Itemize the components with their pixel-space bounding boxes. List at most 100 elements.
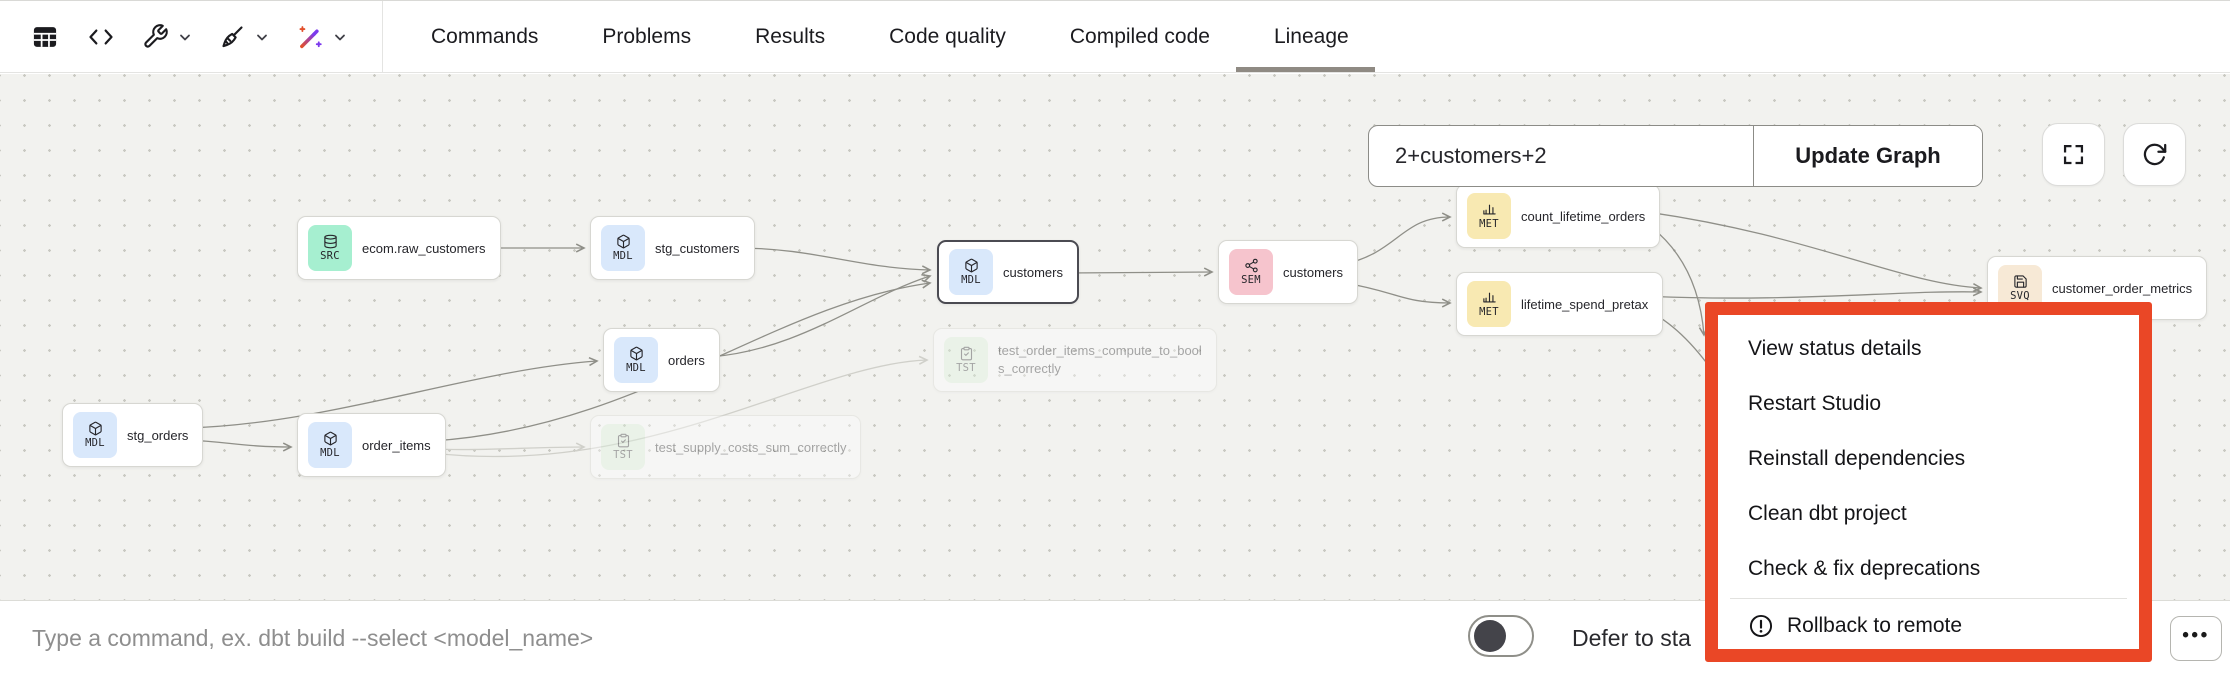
node-label: customers xyxy=(1283,264,1343,280)
tab-code-quality[interactable]: Code quality xyxy=(889,1,1006,72)
node-label: order_items xyxy=(362,437,431,453)
tab-lineage[interactable]: Lineage xyxy=(1236,1,1375,72)
code-icon xyxy=(89,28,113,45)
build-tools-button[interactable] xyxy=(142,23,193,50)
node-badge: SEM xyxy=(1229,249,1273,295)
edge-customers-model-to-customers-semantic xyxy=(1064,272,1212,273)
node-label: customers xyxy=(1003,264,1063,280)
edge-orders-to-customers-model xyxy=(709,276,930,358)
menu-item-label: Check & fix deprecations xyxy=(1748,556,1981,580)
menu-item-reinstall-dependencies[interactable]: Reinstall dependencies xyxy=(1718,431,2139,486)
table-view-icon xyxy=(33,26,57,47)
cube-icon xyxy=(629,346,643,361)
ellipsis-icon: ••• xyxy=(2182,624,2210,646)
badge-label: MDL xyxy=(85,437,105,449)
toggle-knob xyxy=(1474,620,1506,652)
clipboard-check-icon xyxy=(960,346,972,361)
cube-icon xyxy=(616,234,630,249)
menu-item-clean-dbt-project[interactable]: Clean dbt project xyxy=(1718,486,2139,541)
edge-stg-customers-to-customers-model xyxy=(736,247,930,270)
cube-icon xyxy=(88,421,102,436)
badge-label: SRC xyxy=(320,250,340,262)
fullscreen-icon xyxy=(2063,144,2084,165)
broom-icon xyxy=(222,26,243,48)
defer-toggle[interactable] xyxy=(1468,615,1534,657)
edge-count-lifetime-orders-to-customer-order-metrics xyxy=(1639,210,1981,288)
chevron-down-icon xyxy=(335,34,345,40)
defer-toggle-label: Defer to sta xyxy=(1572,624,1691,651)
node-label: test_supply_costs_sum_correctly xyxy=(655,439,847,455)
refresh-button[interactable] xyxy=(2123,123,2186,186)
node-badge: MDL xyxy=(614,337,658,383)
node-label: stg_customers xyxy=(655,240,740,256)
tab-label: Results xyxy=(755,24,826,48)
menu-item-rollback-to-remote[interactable]: Rollback to remote xyxy=(1718,601,2139,651)
selector-input[interactable]: 2+customers+2 xyxy=(1395,143,1547,168)
node-customers-model[interactable]: MDL customers xyxy=(937,240,1079,304)
ai-fix-button[interactable] xyxy=(296,23,348,51)
chevron-down-icon xyxy=(257,34,267,40)
badge-label: MET xyxy=(1479,218,1499,230)
tab-label: Problems xyxy=(602,24,692,48)
node-badge: MDL xyxy=(73,412,117,458)
menu-item-label: Clean dbt project xyxy=(1748,501,1907,525)
node-badge: TST xyxy=(601,424,645,470)
node-label: ecom.raw_customers xyxy=(362,240,486,256)
node-badge: MET xyxy=(1467,193,1511,239)
share-nodes-icon xyxy=(1244,258,1258,273)
node-customers-semantic[interactable]: SEM customers xyxy=(1218,240,1358,304)
badge-label: MET xyxy=(1479,306,1499,318)
node-ecom-raw-customers[interactable]: SRC ecom.raw_customers xyxy=(297,216,501,280)
chevron-down-icon xyxy=(180,34,190,40)
top-toolbar: Commands Problems Results Code quality Compi… xyxy=(0,0,2230,73)
alert-circle-icon xyxy=(1749,614,1773,638)
badge-label: MDL xyxy=(961,274,981,286)
command-input[interactable] xyxy=(30,615,1370,661)
bar-chart-icon xyxy=(1482,292,1496,303)
node-badge: MDL xyxy=(308,422,352,468)
node-order-items[interactable]: MDL order_items xyxy=(297,413,446,477)
menu-separator xyxy=(1730,598,2127,599)
tab-commands[interactable]: Commands xyxy=(431,1,538,72)
magic-pen-icon xyxy=(299,25,322,48)
edge-customers-semantic-to-count-lifetime-orders xyxy=(1344,217,1450,265)
edge-lifetime-spend-pretax-to-customer-order-metrics xyxy=(1641,292,1981,299)
clean-tools-button[interactable] xyxy=(219,23,270,50)
save-icon xyxy=(2013,275,2027,288)
tab-label: Compiled code xyxy=(1069,24,1210,48)
update-graph-button[interactable]: Update Graph xyxy=(1754,126,1982,186)
menu-item-restart-studio[interactable]: Restart Studio xyxy=(1718,376,2139,431)
graph-selector-box: 2+customers+2 Update Graph xyxy=(1368,125,1983,187)
cube-icon xyxy=(323,431,337,446)
node-lifetime-spend-pretax[interactable]: MET lifetime_spend_pretax xyxy=(1456,272,1664,336)
code-button[interactable] xyxy=(86,23,116,51)
node-label: lifetime_spend_pretax xyxy=(1521,296,1649,312)
node-test-supply-costs[interactable]: TST test_supply_costs_sum_correctly xyxy=(590,415,862,479)
menu-item-label: Rollback to remote xyxy=(1787,614,1963,637)
database-icon xyxy=(323,234,337,249)
edge-order-items-to-test-supply-costs xyxy=(431,447,584,450)
menu-item-view-status-details[interactable]: View status details xyxy=(1718,321,2139,376)
node-label: count_lifetime_orders xyxy=(1521,208,1646,224)
node-count-lifetime-orders[interactable]: MET count_lifetime_orders xyxy=(1456,184,1661,248)
badge-label: MDL xyxy=(626,362,646,374)
table-view-button[interactable] xyxy=(30,23,60,51)
node-label: test_order_items_compute_to_bools_correc… xyxy=(998,343,1202,376)
node-stg-customers[interactable]: MDL stg_customers xyxy=(590,216,755,280)
node-badge: MET xyxy=(1467,281,1511,327)
tab-problems[interactable]: Problems xyxy=(602,1,691,72)
more-options-button[interactable]: ••• xyxy=(2170,616,2222,661)
menu-item-label: Restart Studio xyxy=(1748,391,1882,415)
menu-item-check-fix-deprecations[interactable]: Check & fix deprecations xyxy=(1718,541,2139,596)
tab-bar: Commands Problems Results Code quality Compi… xyxy=(383,1,1375,72)
menu-item-label: Reinstall dependencies xyxy=(1748,446,1966,470)
node-badge: MDL xyxy=(601,225,645,271)
tab-results[interactable]: Results xyxy=(755,1,825,72)
tab-compiled-code[interactable]: Compiled code xyxy=(1070,1,1210,72)
fullscreen-button[interactable] xyxy=(2042,123,2105,186)
tab-label: Code quality xyxy=(889,24,1006,48)
